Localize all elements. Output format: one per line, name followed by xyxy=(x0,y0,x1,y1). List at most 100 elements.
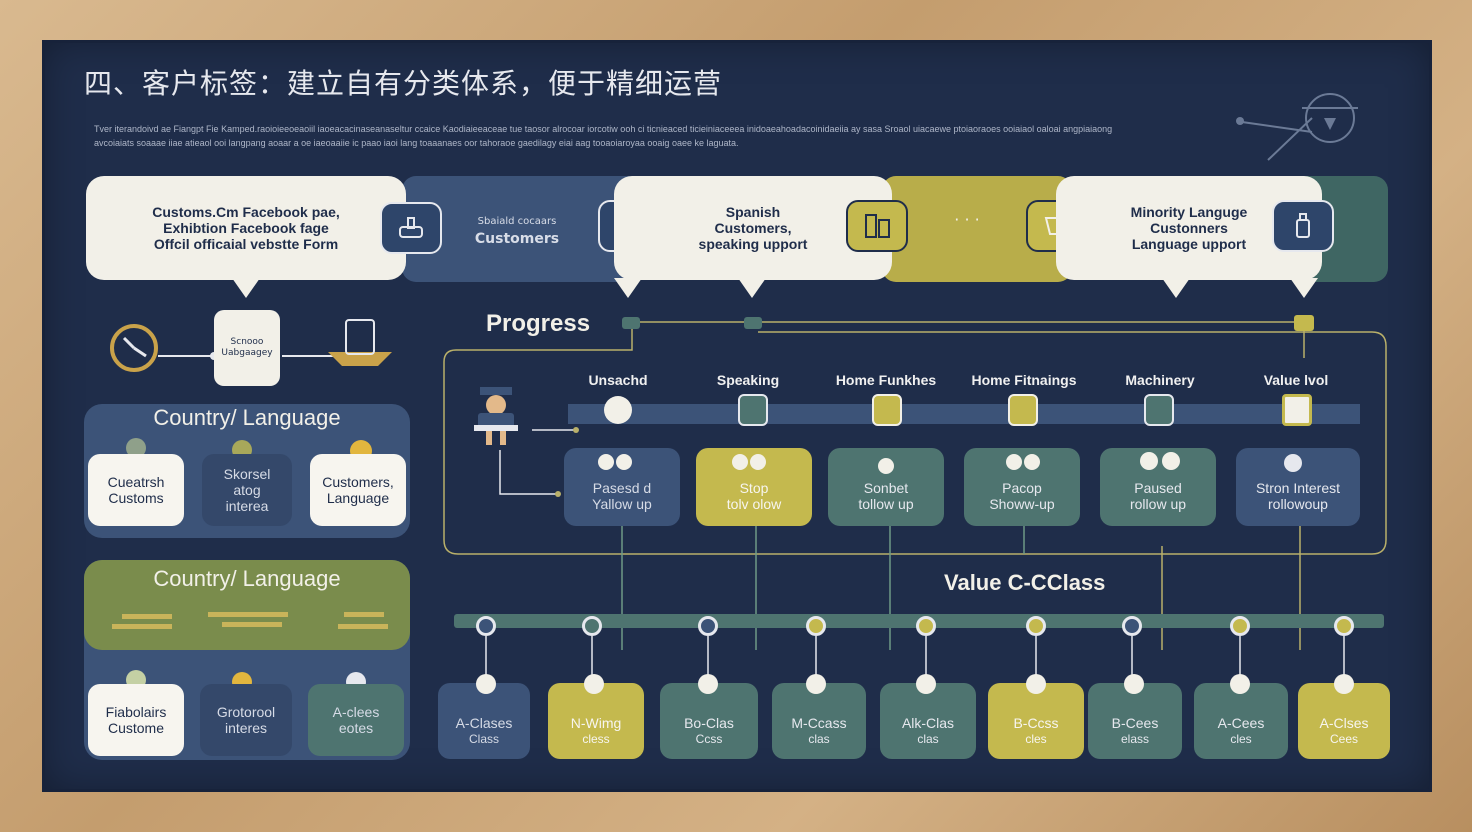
hand-icon xyxy=(380,202,442,254)
person-icon xyxy=(474,387,518,445)
card-line: cless xyxy=(582,732,610,746)
left-flow-node-line1: Scnooo xyxy=(230,337,264,347)
card-line: cles xyxy=(1025,732,1047,746)
card-line: clas xyxy=(917,732,939,746)
card-dot xyxy=(878,458,894,474)
tag-line: Skorsel xyxy=(223,466,271,482)
card-line: A-Clases xyxy=(455,715,513,731)
card-line: Ccss xyxy=(695,732,723,746)
card-line: N-Wimg xyxy=(570,715,622,731)
card-line: Pasesd d xyxy=(592,480,652,496)
card-dot xyxy=(1024,454,1040,470)
tag-line: Cueatrsh xyxy=(107,474,165,490)
card-line: M-Ccass xyxy=(791,715,847,731)
tag-line: A-clees xyxy=(332,704,380,720)
bubble-minority-line2: Custonners xyxy=(1150,220,1228,236)
rail-node xyxy=(1122,616,1142,636)
rail-node xyxy=(806,616,826,636)
tag-line: interes xyxy=(224,720,267,736)
country1-tag-language: Customers,Language xyxy=(310,454,406,526)
card-line: Cees xyxy=(1329,732,1358,746)
left-flow-connectors xyxy=(110,319,392,372)
bubble-tail xyxy=(738,278,766,298)
segment-customers-main: Customers xyxy=(474,231,560,247)
rail-node xyxy=(916,616,936,636)
progress-column-header: Home Fitnaings xyxy=(971,372,1077,388)
rail-node xyxy=(698,616,718,636)
tag-line: atog xyxy=(233,482,261,498)
bubble-tail xyxy=(1290,278,1318,298)
bubble-tail xyxy=(232,278,260,298)
tag-dot xyxy=(126,438,146,458)
progress-connectors xyxy=(443,321,1387,650)
rail-node xyxy=(1334,616,1354,636)
bubble-customs-line1: Customs.Cm Facebook pae, xyxy=(152,204,340,220)
lamp-icon xyxy=(1008,394,1038,426)
card-line: Bo-Clas xyxy=(684,715,734,731)
card-dot xyxy=(1162,452,1180,470)
card-dot xyxy=(584,674,604,694)
card-dot xyxy=(1124,674,1144,694)
card-line: Stop xyxy=(739,480,769,496)
card-dot xyxy=(1140,452,1158,470)
card-line: A-Clses xyxy=(1319,715,1369,731)
tag-line: Language xyxy=(326,490,390,506)
bubble-spanish-line3: speaking upport xyxy=(698,236,808,252)
rail-node xyxy=(1230,616,1250,636)
bubble-minority-line1: Minority Languge xyxy=(1130,204,1248,220)
progress-heading: Progress xyxy=(486,310,591,337)
card-dot xyxy=(1230,674,1250,694)
card-line: tollow up xyxy=(858,496,914,512)
country-panel-2-header xyxy=(84,560,410,650)
bubble-tail xyxy=(1162,278,1190,298)
progress-column-header: Speaking xyxy=(716,372,780,388)
compass-icon xyxy=(1236,93,1358,161)
card-line: Pacop xyxy=(1002,480,1042,496)
card-dot xyxy=(750,454,766,470)
card-line: clas xyxy=(808,732,830,746)
progress-header-band xyxy=(568,404,1360,424)
progress-column-header: Machinery xyxy=(1125,372,1195,388)
sofa-icon xyxy=(872,394,902,426)
card-dot xyxy=(598,454,614,470)
segment-olive-label: · · · xyxy=(954,210,980,229)
rail-node xyxy=(582,616,602,636)
progress-column-header: Home Funkhes xyxy=(835,372,937,388)
segment-customers-label: Sbaiald cocaars Customers xyxy=(452,216,582,247)
page-subtitle: Tver iterandoivd ae Fiangpt Fie Kamped.r… xyxy=(94,124,1113,148)
board: 四、客户标签：建立自有分类体系，便于精细运营 Tver iterandoivd … xyxy=(42,40,1432,792)
tag-line: eotes xyxy=(338,720,374,736)
bubble-minority-line3: Language upport xyxy=(1131,236,1247,252)
value-class-connectors xyxy=(485,636,1345,678)
left-flow-node-line2: Uabgaagey xyxy=(221,348,273,358)
country-panel-1-heading: Country/ Language xyxy=(153,405,341,430)
card-dot xyxy=(1026,674,1046,694)
progress-column-header: Unsachd xyxy=(588,372,648,388)
tag-line: Customs xyxy=(108,490,164,506)
value-class-heading: Value C-CClass xyxy=(944,570,1106,595)
card-line: rollowoup xyxy=(1268,496,1328,512)
card-line: rollow up xyxy=(1129,496,1187,512)
tag-line: Grotorool xyxy=(216,704,276,720)
bubble-tail xyxy=(614,278,642,298)
bubble-spanish-line1: Spanish xyxy=(725,204,781,220)
rail-node xyxy=(476,616,496,636)
chat-icon xyxy=(604,396,632,424)
bubble-customs-line3: Offcil officaial vebstte Form xyxy=(153,236,339,252)
card-line: elass xyxy=(1120,732,1149,746)
page-title: 四、客户标签：建立自有分类体系，便于精细运营 xyxy=(84,67,723,100)
card-line: B-Cees xyxy=(1111,715,1159,731)
